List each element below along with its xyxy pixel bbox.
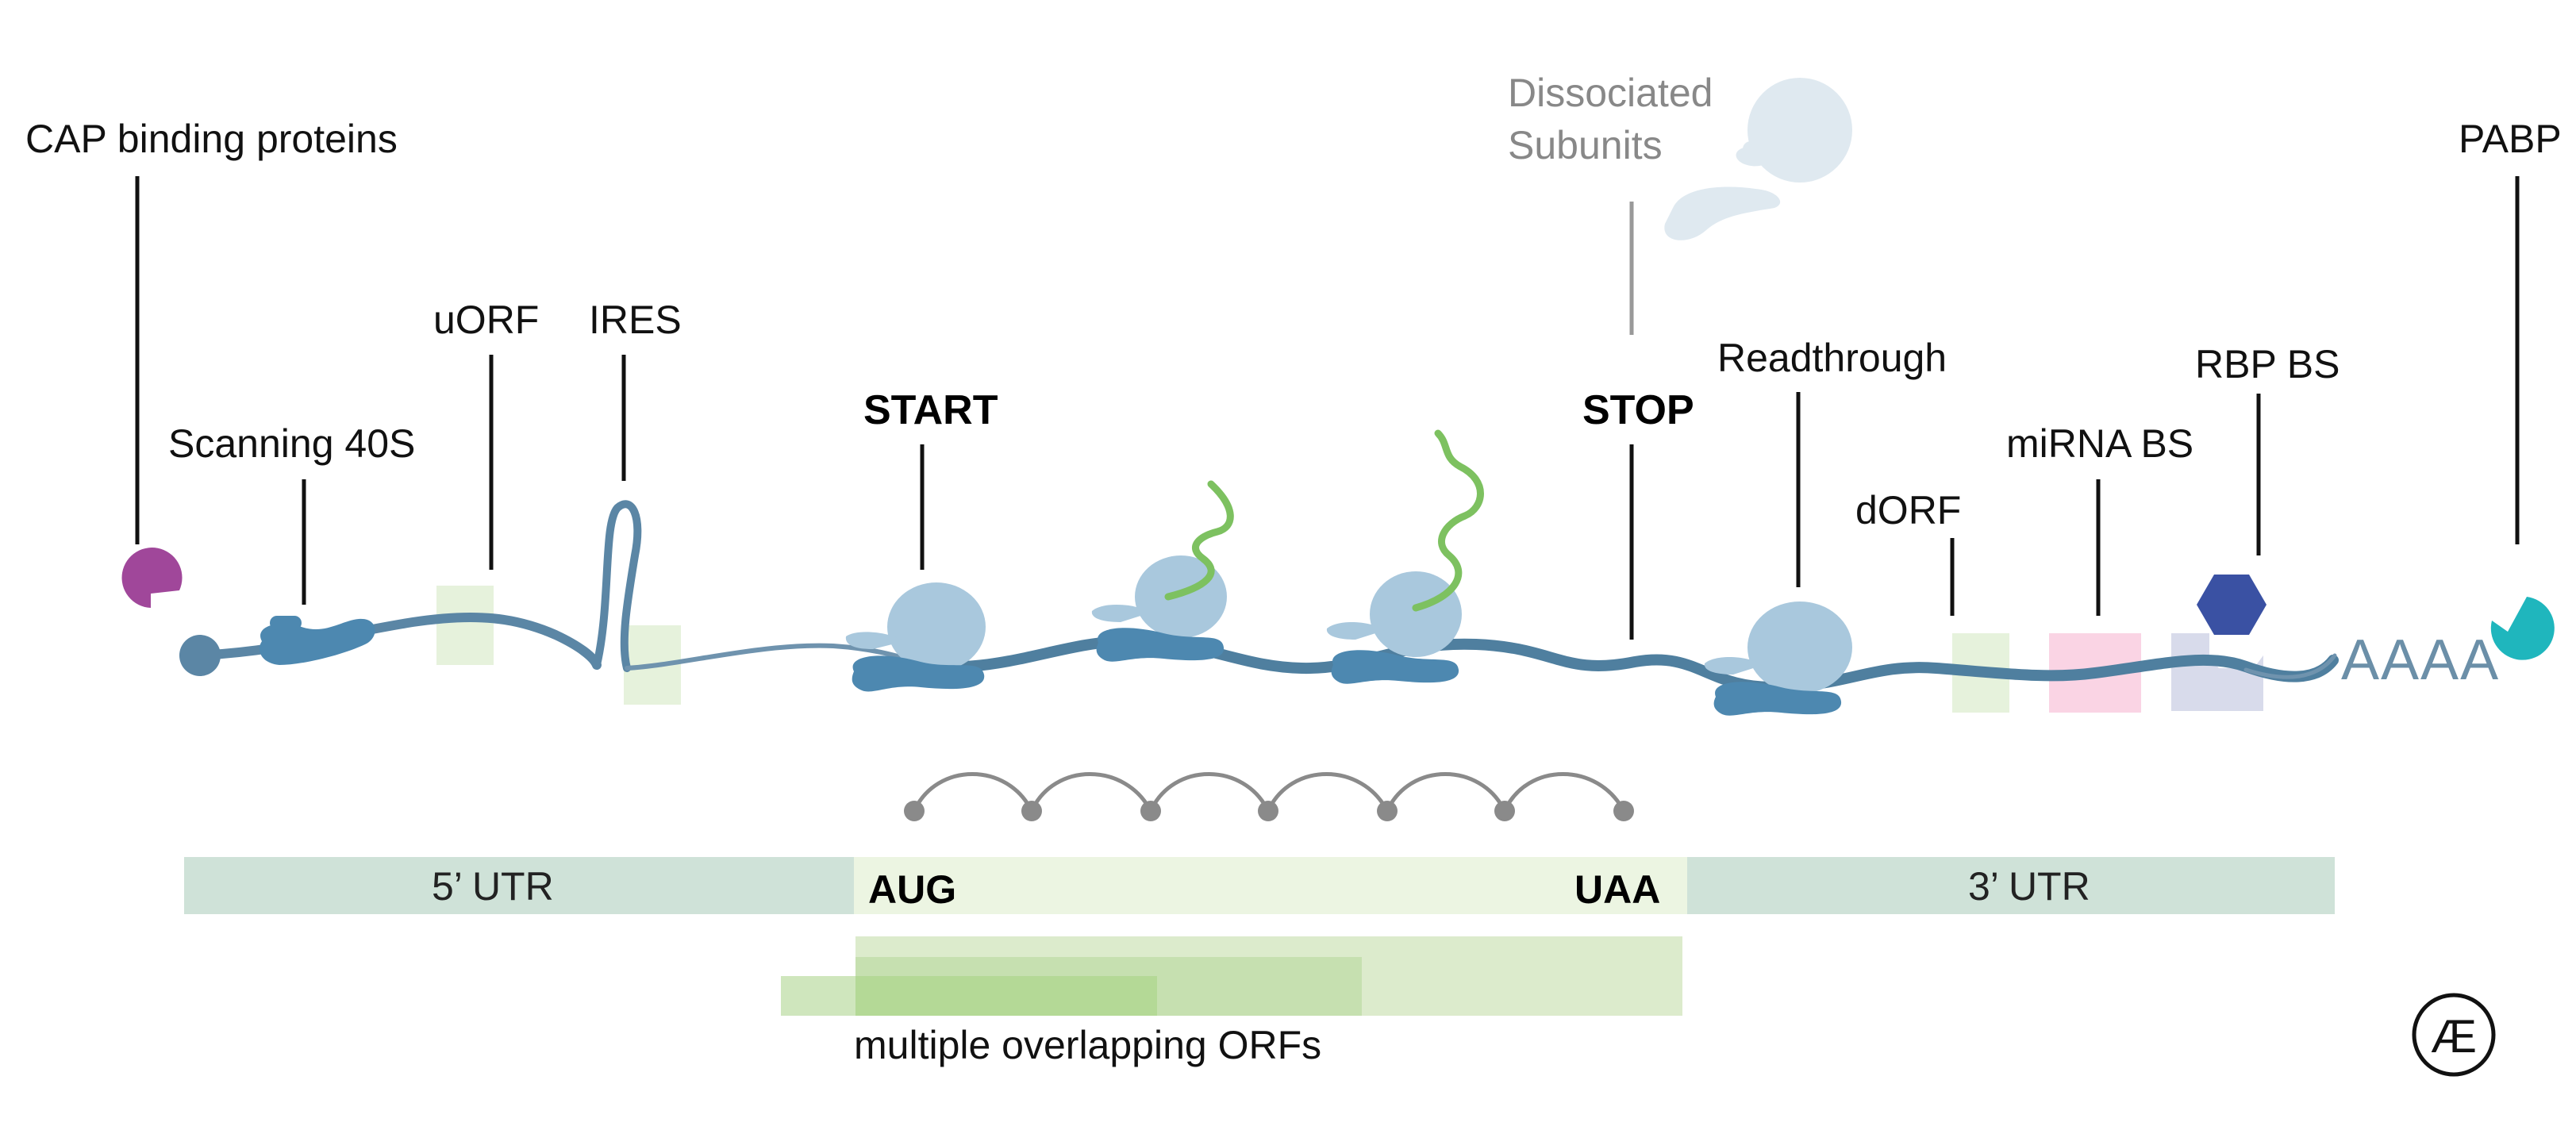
pabp-icon: [2490, 597, 2555, 660]
three-utr-region: [1687, 857, 2335, 914]
ribosome-elongating-2-icon: [1326, 571, 1462, 684]
ribosome-step-dots: [904, 801, 1634, 821]
label-readthrough: Readthrough: [1717, 336, 1947, 380]
nascent-peptide-2-icon: [1412, 429, 1484, 612]
rbp-hexagon-icon: [2197, 575, 2266, 635]
nascent-peptide-1-icon: [1164, 480, 1234, 601]
label-rbp: RBP BS: [2195, 342, 2340, 386]
polya-tail: AAAA: [2341, 628, 2500, 692]
orf-overlap: [855, 976, 1157, 1016]
cds-region: [854, 857, 1687, 914]
ribosome-readthrough-icon: [1704, 602, 1852, 716]
label-dissociated-1: Dissociated: [1508, 71, 1713, 115]
aug-codon-label: AUG: [868, 867, 956, 912]
logo-text: Æ: [2431, 1011, 2477, 1063]
transcript-region-bar: [184, 857, 2335, 914]
five-utr-region: [184, 857, 854, 914]
label-scanning: Scanning 40S: [168, 421, 415, 466]
label-stop: STOP: [1582, 387, 1694, 433]
label-start: START: [863, 387, 998, 433]
scanning-40s-icon: [259, 616, 375, 665]
rbp-site-shape: [2171, 633, 2263, 711]
label-pabp: PABP: [2459, 117, 2562, 161]
overlapping-orfs: [781, 936, 1682, 1016]
leader-lines: [135, 176, 2520, 640]
logo-icon: Æ: [2412, 993, 2496, 1077]
label-mirna: miRNA BS: [2006, 421, 2193, 466]
label-dorf: dORF: [1855, 488, 1961, 532]
five-utr-label: 5’ UTR: [432, 864, 554, 909]
label-dissociated-2: Subunits: [1508, 123, 1663, 167]
uorf-box: [436, 586, 494, 665]
label-cap-binding: CAP binding proteins: [25, 117, 398, 161]
ribosome-elongating-1-icon: [1091, 555, 1227, 662]
three-utr-label: 3’ UTR: [1968, 864, 2090, 909]
five-prime-cap-icon: [179, 635, 221, 676]
label-uorf: uORF: [433, 298, 539, 342]
orfs-label: multiple overlapping ORFs: [854, 1023, 1321, 1067]
mrna-strand: [195, 500, 2339, 694]
cap-binding-protein-icon: [121, 548, 183, 608]
label-ires: IRES: [589, 298, 682, 342]
uaa-codon-label: UAA: [1574, 867, 1660, 912]
ribosome-step-arcs: [912, 772, 1626, 813]
ribosome-start-icon: [845, 582, 986, 692]
dissociated-subunits-icon: [1664, 78, 1852, 240]
